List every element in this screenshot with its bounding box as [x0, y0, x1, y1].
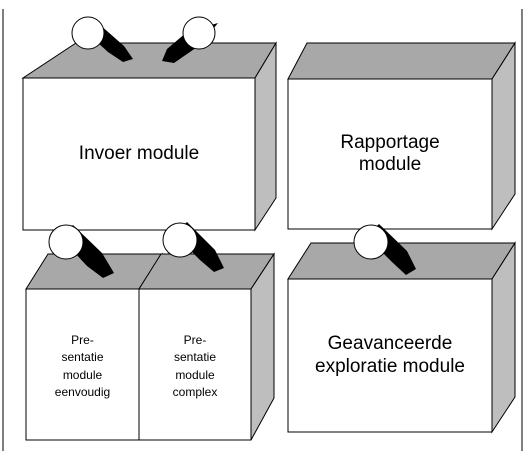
rapportage-module-box — [287, 41, 516, 231]
geavanceerde-module-box — [287, 241, 516, 434]
presentatie-complex-box — [138, 252, 275, 441]
invoer-module-box — [21, 41, 277, 232]
invoer-module-label: Invoer module — [78, 142, 200, 164]
presentatie-eenvoudig-connector — [48, 224, 114, 278]
presentatie-eenvoudig-label: Pre- sentatie module eenvoudig — [54, 332, 111, 399]
invoer-connector-1 — [71, 16, 133, 62]
presentatie-complex-connector — [162, 222, 224, 272]
presentatie-complex-label: Pre- sentatie module complex — [172, 332, 218, 399]
geavanceerde-module-label: Geavanceerde exploratie module — [315, 333, 465, 377]
invoer-connector-2 — [162, 16, 218, 63]
rapportage-module-label: Rapportage module — [340, 131, 440, 175]
geavanceerde-connector — [353, 224, 416, 275]
